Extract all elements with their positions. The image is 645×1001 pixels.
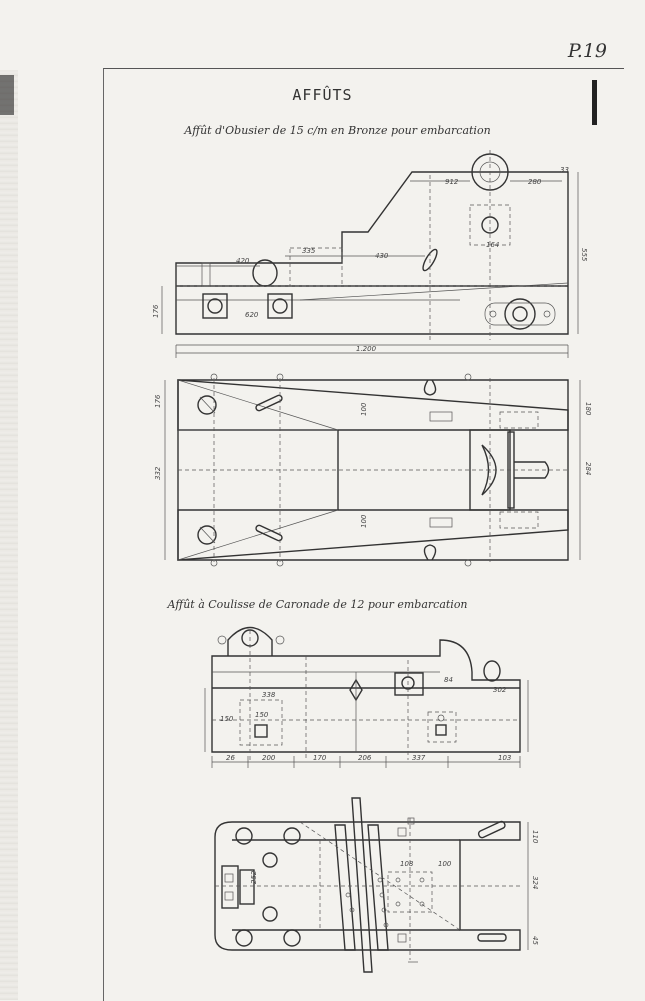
book-binding-shadow bbox=[0, 70, 18, 1000]
dim-26: 26 bbox=[226, 754, 235, 762]
dim-206: 206 bbox=[358, 754, 372, 762]
dim-1200: 1.200 bbox=[356, 345, 377, 353]
dim-100-bottom: 100 bbox=[360, 514, 368, 528]
dim-200: 200 bbox=[262, 754, 276, 762]
dim-33: 33 bbox=[560, 166, 569, 174]
dim-302: 302 bbox=[493, 686, 507, 694]
carronade-carriage-side-view bbox=[204, 626, 529, 768]
dim-324: 324 bbox=[531, 876, 539, 889]
dim-150-left: 150 bbox=[220, 715, 234, 723]
drawing-1-caption: Affût d'Obusier de 15 c/m en Bronze pour… bbox=[184, 124, 491, 137]
howitzer-carriage-side-view bbox=[161, 150, 579, 358]
dim-280: 280 bbox=[528, 178, 542, 186]
carronade-carriage-plan-view bbox=[214, 797, 529, 973]
page-number: P.19 bbox=[567, 40, 607, 62]
dim-252: 252 bbox=[250, 870, 258, 884]
dim-180: 180 bbox=[584, 402, 592, 416]
dim-176: 176 bbox=[152, 304, 160, 318]
dim-164: 164 bbox=[486, 241, 499, 249]
dim-84: 84 bbox=[444, 676, 453, 684]
dim-620: 620 bbox=[245, 311, 259, 319]
dim-103: 103 bbox=[498, 754, 511, 762]
page-border bbox=[103, 68, 624, 1001]
dim-45: 45 bbox=[531, 936, 539, 945]
dim-335: 335 bbox=[302, 247, 316, 255]
scan-mark-left bbox=[0, 75, 14, 115]
dim-430: 430 bbox=[375, 252, 389, 260]
drawing-2-caption: Affût à Coulisse de Caronade de 12 pour … bbox=[167, 598, 468, 611]
howitzer-carriage-plan-view bbox=[164, 373, 581, 567]
dim-332: 332 bbox=[154, 466, 162, 480]
dim-170: 170 bbox=[313, 754, 327, 762]
dim-150-box: 150 bbox=[255, 711, 269, 719]
dim-338: 338 bbox=[262, 691, 276, 699]
dim-284: 284 bbox=[584, 462, 592, 475]
dim-337: 337 bbox=[412, 754, 426, 762]
page-title: AFFÛTS bbox=[292, 86, 353, 104]
dim-176-plan: 176 bbox=[154, 394, 162, 408]
dim-108: 108 bbox=[400, 860, 414, 868]
dim-912: 912 bbox=[445, 178, 459, 186]
dim-555: 555 bbox=[580, 248, 588, 262]
dim-110: 110 bbox=[531, 830, 539, 844]
scan-mark-right bbox=[592, 80, 597, 125]
dim-420: 420 bbox=[236, 257, 250, 265]
dim-100-plan: 100 bbox=[438, 860, 452, 868]
dim-100-top: 100 bbox=[360, 402, 368, 416]
